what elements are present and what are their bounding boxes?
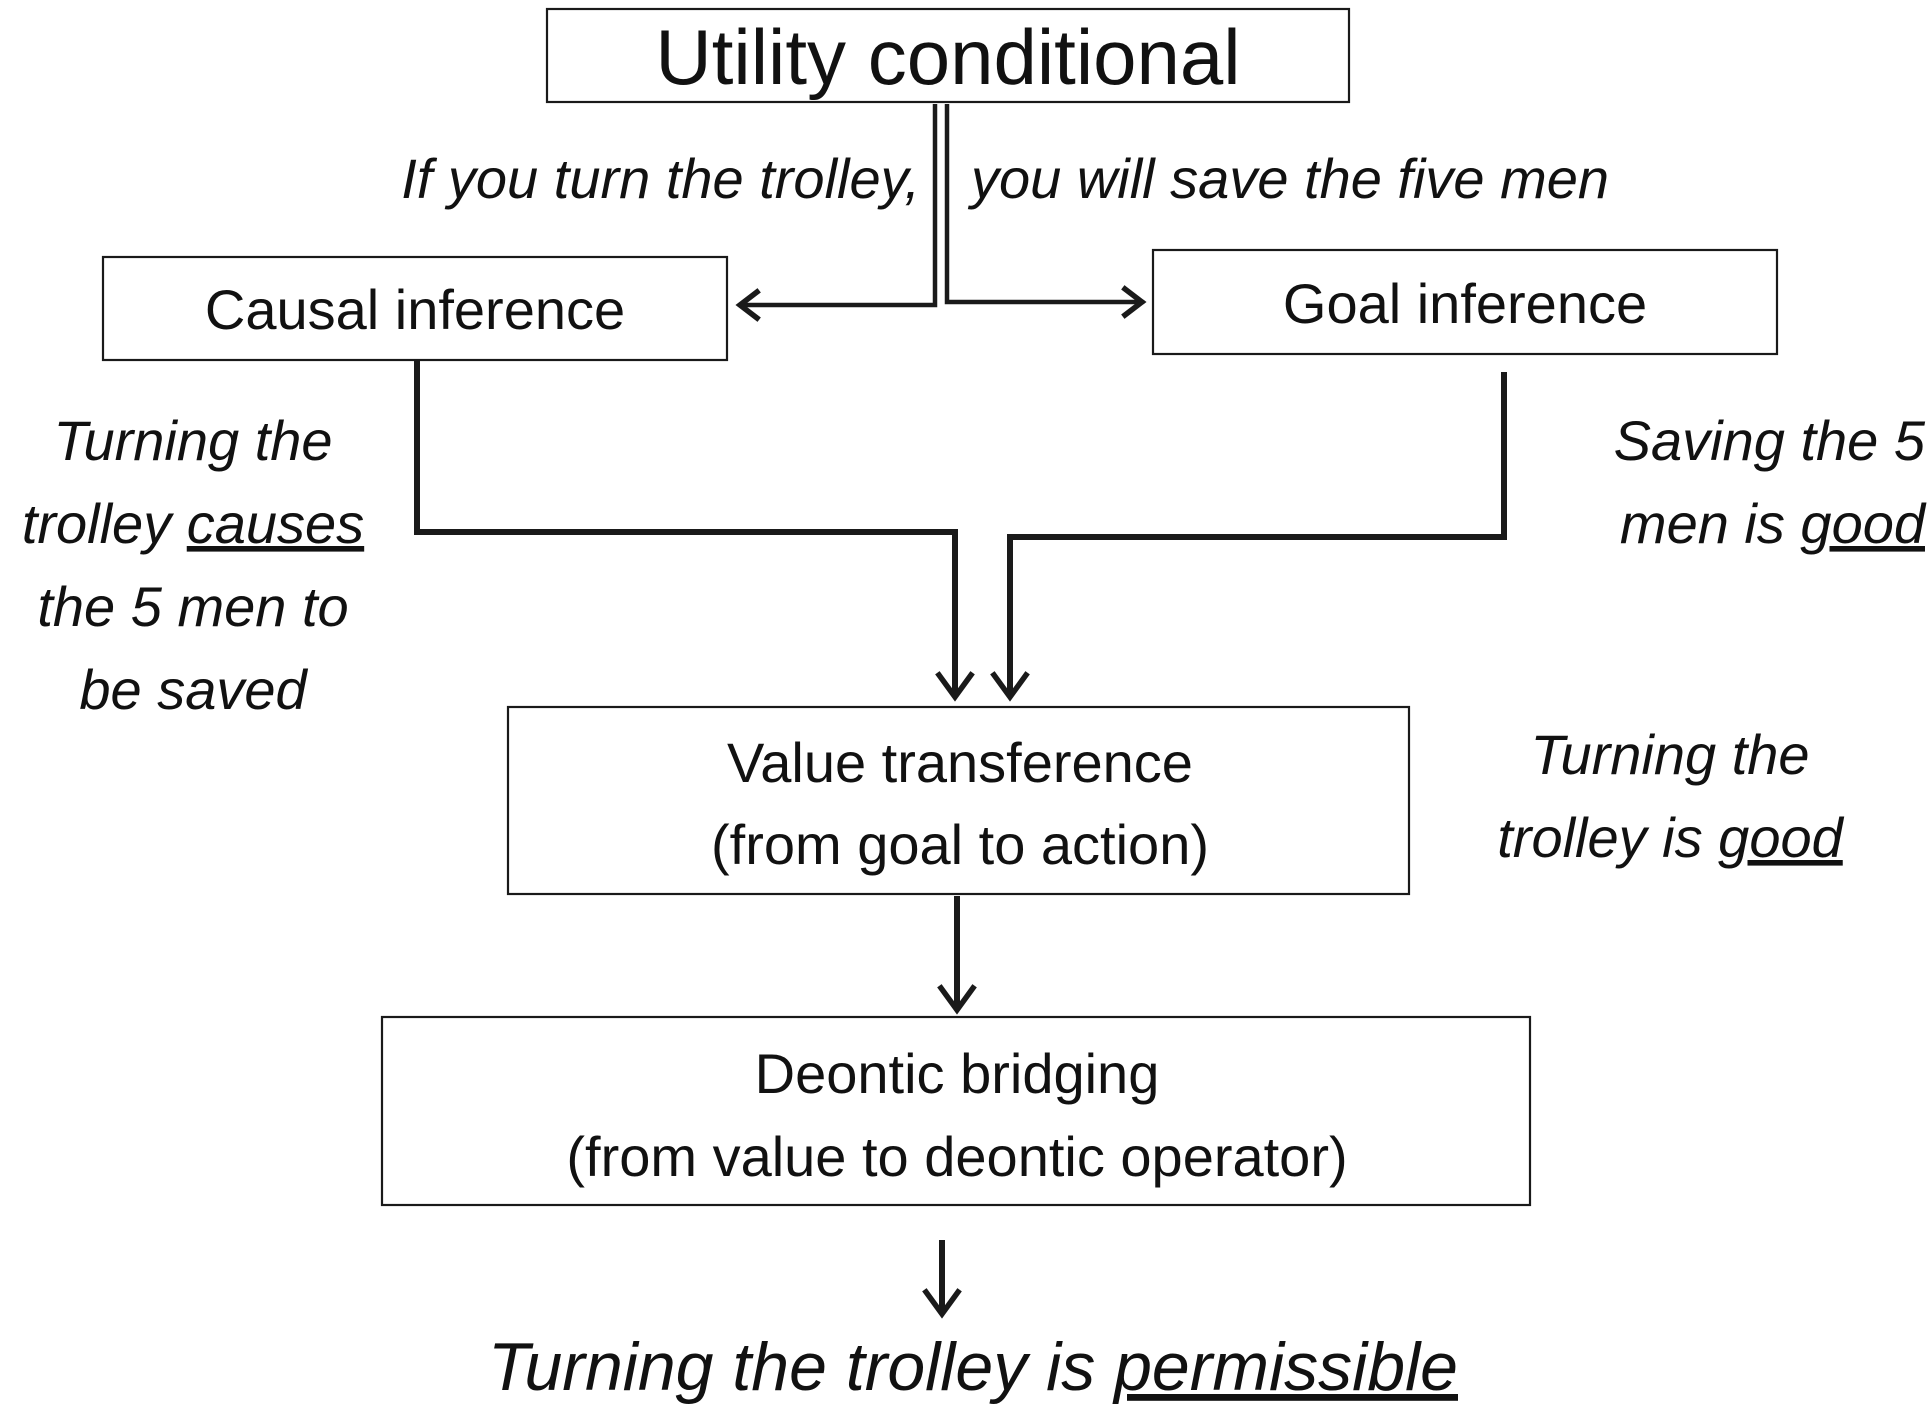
connector-to-goal [944, 104, 1142, 305]
good-underlined-goal: good [1800, 492, 1926, 555]
arrowhead-value-left [935, 671, 975, 702]
value-transference-box [506, 705, 1411, 896]
arrowhead-conclusion [922, 1288, 962, 1319]
goal-inference-label: Goal inference [1283, 272, 1647, 335]
causes-underlined: causes [187, 492, 364, 555]
good-underlined-value: good [1718, 806, 1844, 869]
goal-annotation-line1: Saving the 5 [1614, 409, 1926, 472]
utility-conditional-label: Utility conditional [655, 13, 1240, 101]
connector-to-causal [740, 104, 938, 308]
deontic-bridging-label: Deontic bridging [755, 1042, 1160, 1105]
causal-annotation-line2: trolley causes [22, 492, 364, 555]
arrowhead-causal [735, 288, 761, 322]
causal-annotation-line1: Turning the [53, 409, 332, 472]
value-transference-label: Value transference [727, 731, 1193, 794]
deontic-bridging-box [380, 1015, 1532, 1207]
causal-annotation-line3: the 5 men to [37, 575, 348, 638]
goal-inference-box [1151, 248, 1779, 356]
consequent-text: you will save the five men [967, 147, 1609, 210]
arrowhead-value-right [990, 671, 1030, 702]
causal-inference-box [101, 255, 729, 362]
value-transference-sublabel: (from goal to action) [711, 813, 1209, 876]
conclusion-text: Turning the trolley is permissible [488, 1329, 1458, 1405]
arrowhead-goal [1121, 285, 1147, 319]
value-annotation-line1: Turning the [1530, 723, 1809, 786]
connector-goal-to-value [1007, 372, 1507, 695]
antecedent-text: If you turn the trolley, [401, 147, 920, 210]
arrowhead-deontic [937, 984, 977, 1015]
connector-causal-to-value [414, 360, 958, 695]
goal-annotation-line2: men is good [1620, 492, 1927, 555]
causal-annotation-line4: be saved [79, 658, 308, 721]
utility-conditional-box [545, 7, 1351, 104]
deontic-bridging-sublabel: (from value to deontic operator) [566, 1125, 1347, 1188]
permissible-underlined: permissible [1112, 1329, 1458, 1405]
value-annotation-line2: trolley is good [1497, 806, 1844, 869]
causal-inference-label: Causal inference [205, 278, 625, 341]
